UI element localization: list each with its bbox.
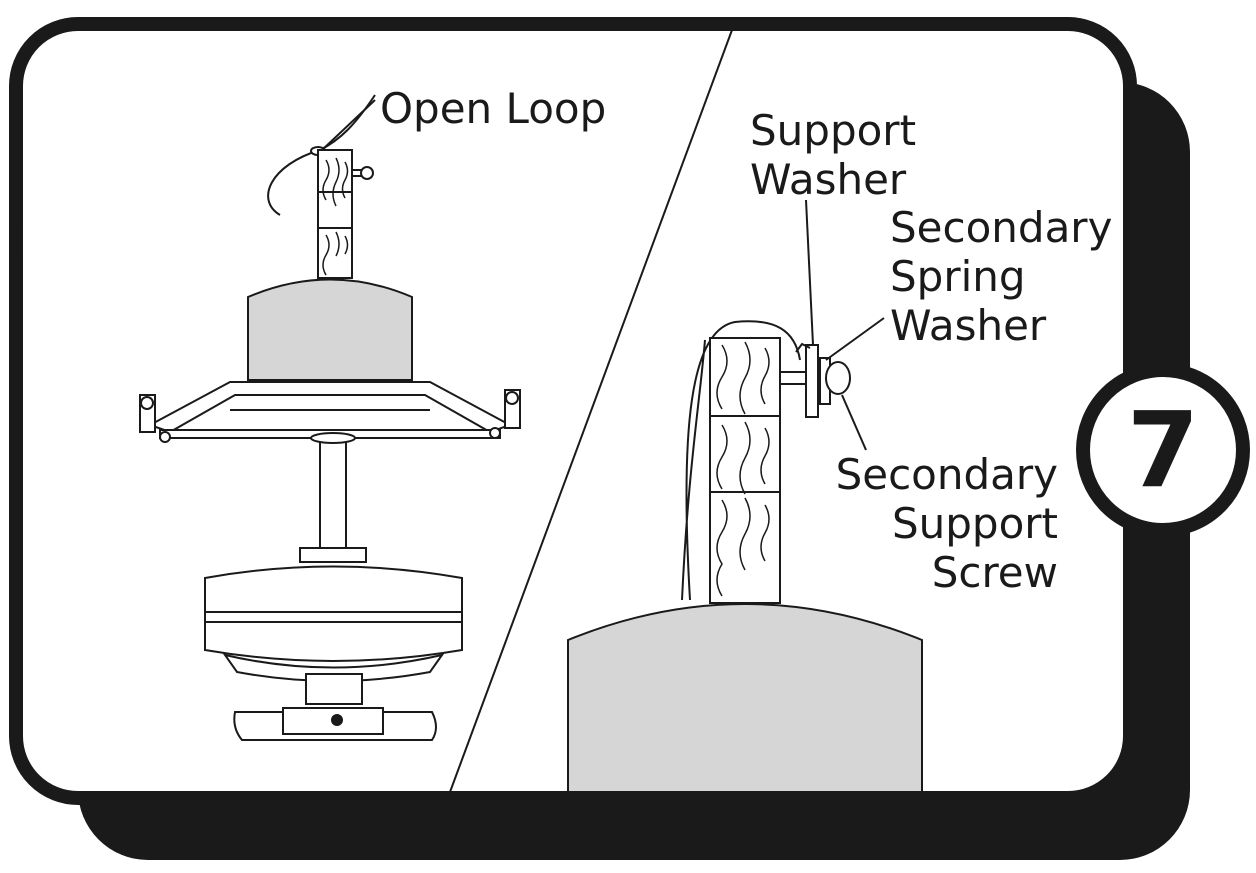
motor-coupler: [299, 547, 367, 563]
closeup-illustration: [321, 99, 923, 793]
canopy-closeup: [567, 603, 923, 793]
downrod: [319, 437, 347, 551]
leader-spring-washer: [825, 317, 885, 361]
step-number: 7: [1126, 389, 1200, 511]
label-open-loop: Open Loop: [380, 84, 607, 133]
support-washer: [805, 344, 819, 418]
switch-housing: [305, 673, 363, 705]
downrod-top: [317, 149, 353, 279]
panel-divider: [449, 29, 733, 793]
label-secondary-support-screw: Secondary Support Screw: [835, 450, 1058, 597]
leader-support-screw: [841, 394, 867, 451]
step-badge: [1076, 363, 1250, 537]
label-support-washer: Support Washer: [750, 106, 917, 204]
safety-wire-loop: [681, 320, 801, 601]
leader-support-washer: [805, 199, 814, 346]
label-secondary-spring-washer: Secondary Spring Washer: [890, 203, 1113, 350]
leader-open-loop: [321, 99, 376, 151]
motor-housing: [204, 565, 463, 613]
downrod-closeup: [709, 337, 781, 604]
fan-assembly-illustration: [139, 94, 521, 741]
canopy: [247, 278, 413, 381]
